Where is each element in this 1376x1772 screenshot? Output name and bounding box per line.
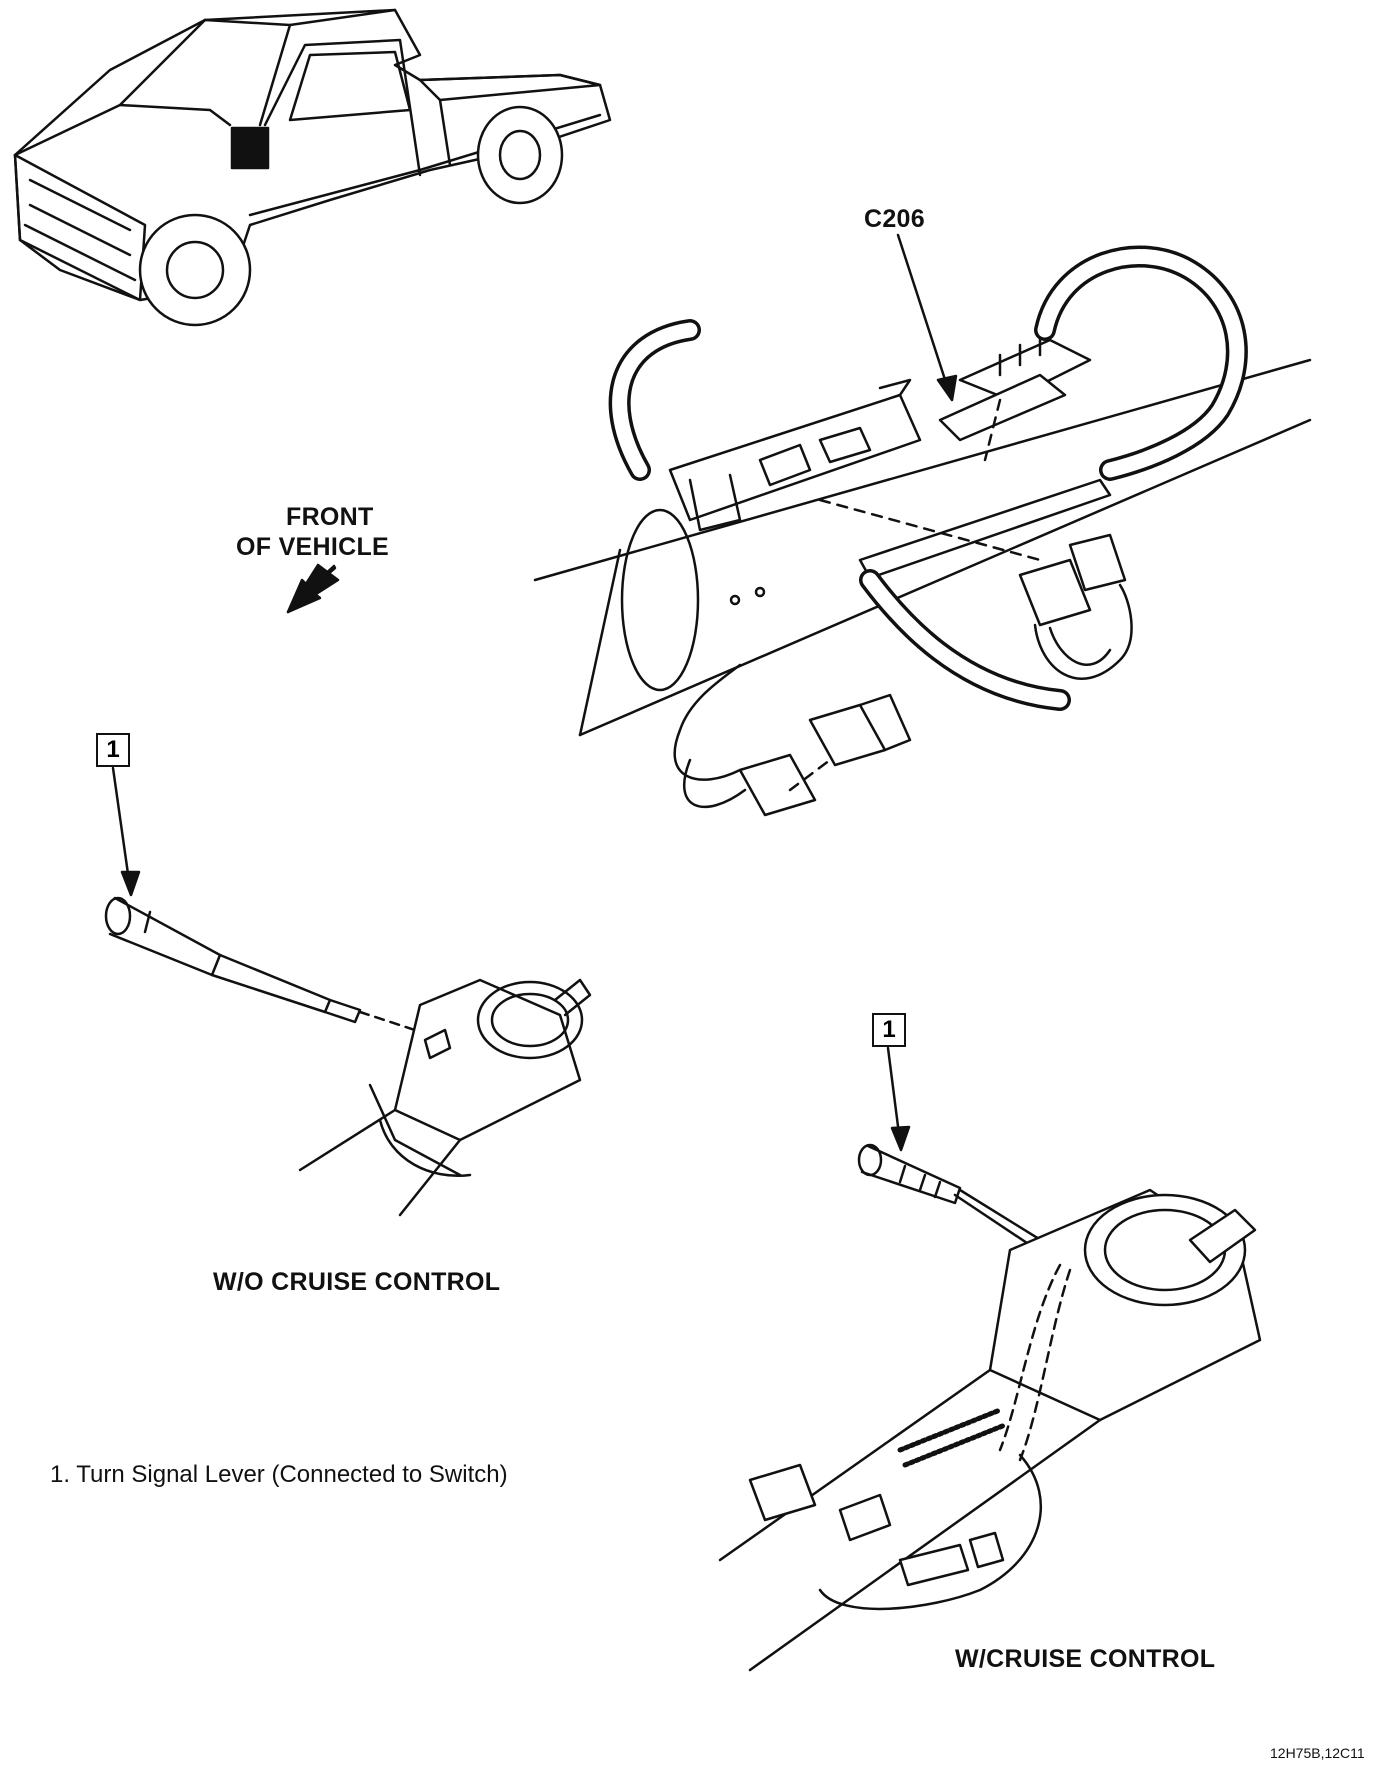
callout-1-right: 1 <box>872 1013 906 1047</box>
without-cruise-label: W/O CRUISE CONTROL <box>213 1268 501 1296</box>
lever-with-cruise-illustration <box>718 1143 1262 1672</box>
front-of-vehicle-label-line1: FRONT <box>286 503 374 531</box>
front-of-vehicle-arrow <box>286 563 340 614</box>
connector-label-c206: C206 <box>864 205 925 233</box>
figure-id: 12H75B,12C11 <box>1270 1745 1365 1761</box>
c206-leader <box>896 233 952 397</box>
front-of-vehicle-label-line2: OF VEHICLE <box>236 533 390 561</box>
truck-illustration <box>13 8 612 327</box>
callout-1-left: 1 <box>96 733 130 767</box>
legend-item-1: 1. Turn Signal Lever (Connected to Switc… <box>50 1461 508 1488</box>
with-cruise-label: W/CRUISE CONTROL <box>955 1645 1216 1673</box>
lever-without-cruise-illustration <box>104 896 592 1217</box>
column-harness-illustration <box>533 245 1312 817</box>
